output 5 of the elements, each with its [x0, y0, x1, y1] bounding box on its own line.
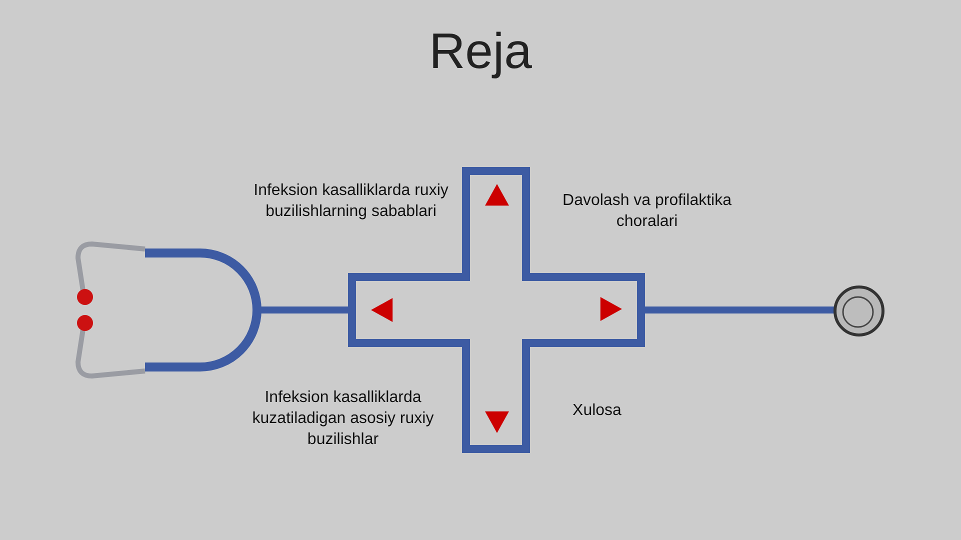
topic-label: Infeksion kasalliklarda kuzatiladigan asosiy ruxiy buzilishlar: [251, 388, 435, 450]
topic-label: Davolash va profilaktika choralari: [562, 191, 732, 232]
topic-label: Infeksion kasalliklarda ruxiy buzilishlarning sabablari: [252, 181, 450, 222]
title: Reja: [429, 24, 532, 79]
topic-label: Xulosa: [572, 401, 622, 421]
